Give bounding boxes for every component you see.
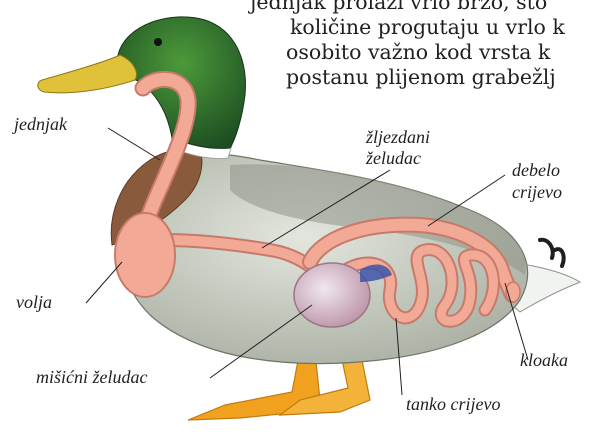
label-crop: volja (16, 292, 52, 312)
label-glandular-stomach-line2: želudac (366, 148, 421, 168)
label-small-intestine: tanko crijevo (406, 394, 500, 414)
label-large-intestine-line1: debelo (512, 160, 560, 180)
label-gizzard: mišićni želudac (36, 367, 147, 387)
duck-bill (38, 55, 137, 93)
duck-eye (154, 38, 162, 46)
label-glandular-stomach-line1: žljezdani (366, 127, 430, 147)
crop (115, 213, 175, 297)
label-large-intestine-line2: crijevo (512, 182, 562, 202)
label-esophagus: jednjak (14, 114, 67, 134)
label-cloaca: kloaka (520, 350, 568, 370)
gizzard (294, 263, 370, 327)
